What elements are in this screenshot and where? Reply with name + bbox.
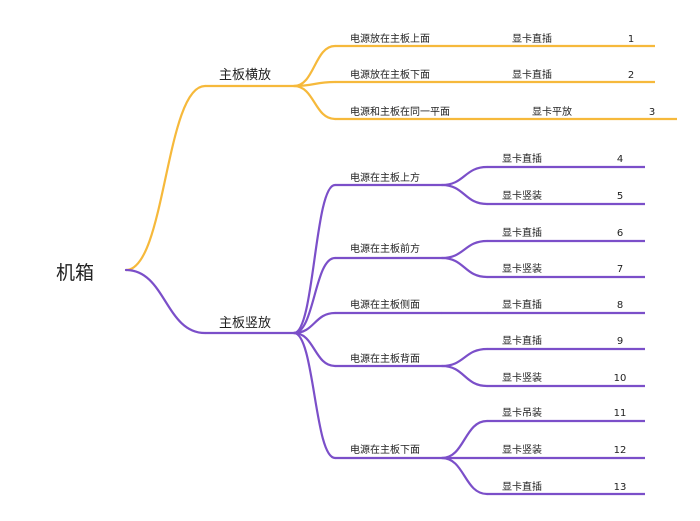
sub-to-item-link <box>440 239 489 260</box>
gpu-mount-label: 显卡竖装 <box>502 262 542 275</box>
config-number: 8 <box>617 300 623 311</box>
power-position-label: 电源在主板前方 <box>350 242 420 255</box>
sub-to-item-link <box>440 256 489 279</box>
sub-to-item-link <box>440 456 489 496</box>
root-to-branch-link <box>124 84 207 272</box>
branch-to-sub-link <box>292 311 337 335</box>
branch-to-sub-link <box>292 183 337 335</box>
branch-to-sub-link <box>292 331 337 368</box>
branch-to-leaf-link <box>292 84 337 121</box>
config-number: 9 <box>617 336 623 347</box>
sub-to-item-link <box>440 419 489 460</box>
branch-label: 主板横放 <box>219 68 271 83</box>
power-position-label: 电源在主板背面 <box>350 352 420 365</box>
power-position-label: 电源在主板下面 <box>350 443 420 456</box>
root-node-label: 机箱 <box>56 262 94 284</box>
gpu-mount-label: 显卡竖装 <box>502 371 542 384</box>
sub-to-item-link <box>440 364 489 388</box>
gpu-mount-label: 显卡直插 <box>512 68 552 81</box>
config-number: 5 <box>617 191 623 202</box>
branch-to-sub-link <box>292 331 337 460</box>
gpu-mount-label: 显卡吊装 <box>502 406 542 419</box>
branch-label: 主板竖放 <box>219 316 271 331</box>
config-number: 4 <box>617 154 623 165</box>
power-position-label: 电源放在主板下面 <box>350 68 430 81</box>
config-number: 12 <box>614 445 627 456</box>
config-number: 2 <box>628 70 634 81</box>
gpu-mount-label: 显卡直插 <box>502 334 542 347</box>
power-position-label: 电源在主板上方 <box>350 171 420 184</box>
power-position-label: 电源和主板在同一平面 <box>350 105 450 118</box>
power-position-label: 电源放在主板上面 <box>350 32 430 45</box>
gpu-mount-label: 显卡直插 <box>502 298 542 311</box>
gpu-mount-label: 显卡直插 <box>502 226 542 239</box>
gpu-mount-label: 显卡直插 <box>502 480 542 493</box>
config-number: 11 <box>614 408 627 419</box>
gpu-mount-label: 显卡直插 <box>502 152 542 165</box>
config-number: 13 <box>614 482 627 493</box>
sub-to-item-link <box>440 165 489 187</box>
config-number: 3 <box>649 107 655 118</box>
power-position-label: 电源在主板侧面 <box>350 298 420 311</box>
branch-to-leaf-link <box>292 44 337 88</box>
root-to-branch-link <box>124 268 207 335</box>
mindmap-links <box>124 44 677 496</box>
gpu-mount-label: 显卡平放 <box>532 105 572 118</box>
config-number: 10 <box>614 373 627 384</box>
gpu-mount-label: 显卡竖装 <box>502 189 542 202</box>
sub-to-item-link <box>440 183 489 206</box>
config-number: 7 <box>617 264 623 275</box>
branch-to-sub-link <box>292 256 337 335</box>
config-number: 6 <box>617 228 623 239</box>
gpu-mount-label: 显卡直插 <box>512 32 552 45</box>
config-number: 1 <box>628 34 634 45</box>
sub-to-item-link <box>440 347 489 368</box>
gpu-mount-label: 显卡竖装 <box>502 443 542 456</box>
